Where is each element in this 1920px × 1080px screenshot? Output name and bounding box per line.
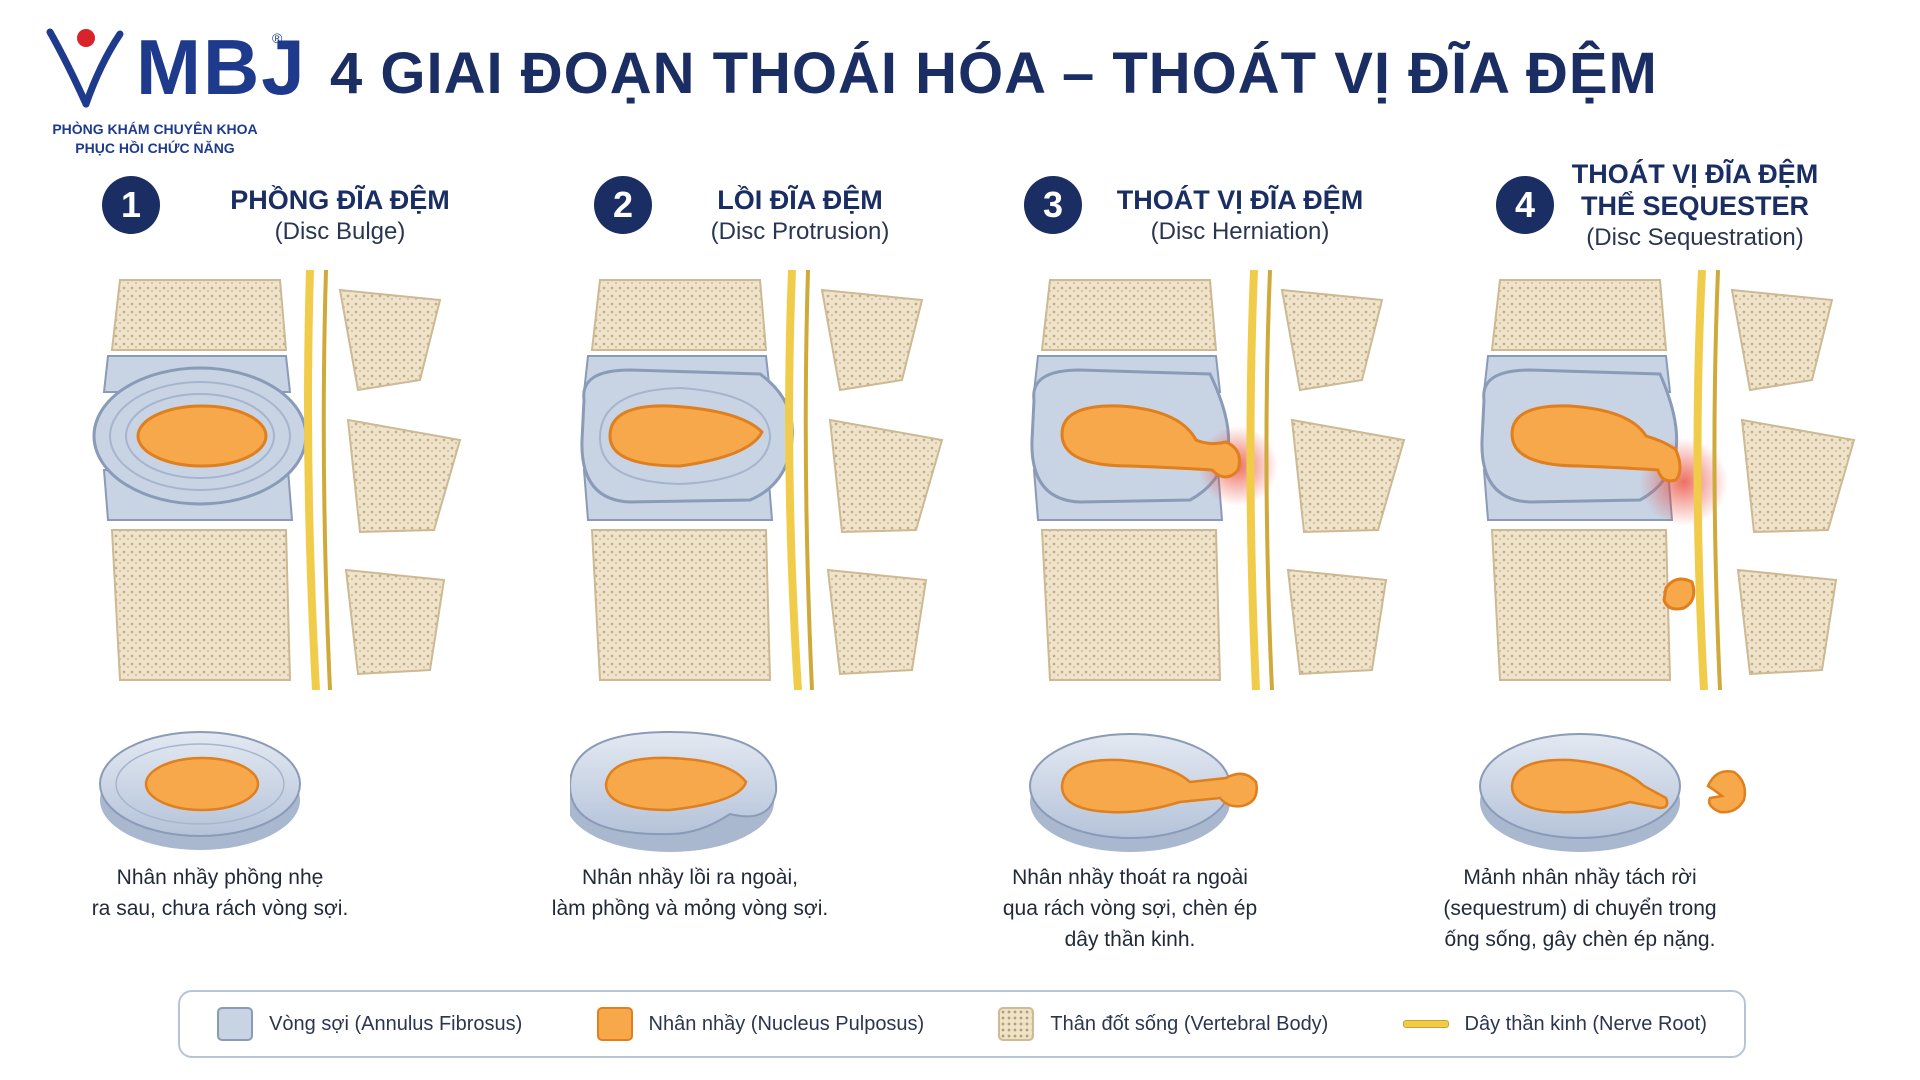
stage-number-badge: 1 [102,176,160,234]
logo-figure-icon [46,28,124,108]
stage-description-line2: (sequestrum) di chuyển trong [1443,897,1717,920]
page-title: 4 GIAI ĐOẠN THOÁI HÓA – THOÁT VỊ ĐĨA ĐỆM [330,41,1658,106]
disc-nucleus-top [1510,758,1669,814]
stage-heading: LỒI ĐĨA ĐỆM (Disc Protrusion) [660,184,940,248]
stage-title: THOÁT VỊ ĐĨA ĐỆM [1116,185,1364,215]
disc-nucleus-top [1060,758,1258,814]
stage-number-badge: 3 [1024,176,1082,234]
spine-cross-section-illustration [1480,270,1856,690]
stage-description: Nhân nhầy thoát ra ngoài qua rách vòng s… [960,862,1300,955]
nerve-root [785,270,802,690]
upper-vertebral-body [110,279,288,351]
stage-description-line1: Nhân nhầy lồi ra ngoài, [582,866,798,889]
stage-number-badge: 2 [594,176,652,234]
disc-top-view-illustration [1479,733,1747,852]
stage-description-line1: Nhân nhầy phồng nhẹ [116,866,324,889]
spine-cross-section-illustration [580,270,944,690]
stage-title-line2: THỂ SEQUESTER [1580,191,1810,221]
stage-description-line3: ống sống, gây chèn ép nặng. [1444,928,1716,951]
spine-cross-section-illustration [1030,270,1406,690]
logo-subtitle-line1: PHÒNG KHÁM CHUYÊN KHOA [52,121,258,137]
nerve-root [1246,270,1260,690]
stage-subtitle: (Disc Bulge) [274,218,406,245]
nucleus-pulposus [1060,404,1241,479]
spine-cross-section-illustration [92,270,462,690]
disc-top-view-illustration [570,730,778,852]
logo-subtitle-line2: PHỤC HỒI CHỨC NĂNG [75,140,235,156]
stage-description-line1: Nhân nhầy thoát ra ngoài [1012,866,1248,889]
stage-2-disc-protrusion: 2 LỒI ĐĨA ĐỆM (Disc Protrusion) Nhân nhầ… [552,162,1040,962]
nerve-root-swatch-icon [1402,1020,1449,1028]
stage-description-line2: làm phồng và mỏng vòng sợi. [551,897,829,920]
stage-description-line3: dây thần kinh. [1064,928,1196,951]
legend-item-vertebral-body: Thân đốt sống (Vertebral Body) [998,1007,1328,1041]
legend-label-nucleus: Nhân nhầy (Nucleus Pulposus) [648,1012,925,1035]
lower-vertebral-body [110,529,292,681]
stage-number-badge: 4 [1496,176,1554,234]
stage-4-disc-sequestration: 4 THOÁT VỊ ĐĨA ĐỆM THỂ SEQUESTER (Disc S… [1443,159,1920,962]
annulus-swatch-icon [217,1007,254,1041]
disc-top-view-illustration [1029,733,1258,852]
legend-label-annulus: Vòng sợi (Annulus Fibrosus) [269,1012,523,1035]
stage-heading: PHỒNG ĐĨA ĐỆM (Disc Bulge) [190,184,490,248]
nerve-root [304,270,320,690]
nucleus-swatch-icon [596,1007,633,1041]
sequestrum-fragment [1662,577,1696,611]
stage-title: THOÁT VỊ ĐĨA ĐỆM [1571,159,1819,189]
stage-heading: THOÁT VỊ ĐĨA ĐỆM THỂ SEQUESTER (Disc Seq… [1560,158,1830,254]
disc-nucleus-top [144,756,260,812]
logo-subtitle: PHÒNG KHÁM CHUYÊN KHOA PHỤC HỒI CHỨC NĂN… [40,120,270,158]
spinous-process [338,288,442,392]
stage-3-disc-herniation: 3 THOÁT VỊ ĐĨA ĐỆM (Disc Herniation) Nhâ… [1003,162,1490,962]
stage-description-line2: qua rách vòng sợi, chèn ép [1002,897,1258,920]
stage-description-line2: ra sau, chưa rách vòng sợi. [91,897,349,920]
stage-title: PHỒNG ĐĨA ĐỆM [230,185,450,215]
vertebral-body-swatch-icon [998,1007,1035,1041]
stage-title: LỒI ĐĨA ĐỆM [717,185,883,215]
nucleus-pulposus [136,404,268,468]
disc-top-view-illustration [99,731,301,850]
stage-heading: THOÁT VỊ ĐĨA ĐỆM (Disc Herniation) [1100,184,1380,248]
legend-item-annulus: Vòng sợi (Annulus Fibrosus) [217,1007,522,1041]
legend-label-nerve-root: Dây thần kinh (Nerve Root) [1464,1012,1707,1035]
clinic-logo: MBJ ® PHÒNG KHÁM CHUYÊN KHOA PHỤC HỒI CH… [40,24,305,164]
legend-item-nerve-root: Dây thần kinh (Nerve Root) [1402,1012,1707,1036]
stage-description: Mảnh nhân nhầy tách rời (sequestrum) di … [1410,862,1750,955]
stage-subtitle: (Disc Protrusion) [710,218,890,245]
disc-nucleus-top [604,756,748,812]
nucleus-pulposus [1510,404,1682,483]
legend-item-nucleus: Nhân nhầy (Nucleus Pulposus) [596,1007,925,1041]
logo-text: MBJ [136,23,307,111]
legend-label-vertebral-body: Thân đốt sống (Vertebral Body) [1050,1012,1329,1035]
legend: Vòng sợi (Annulus Fibrosus) Nhân nhầy (N… [178,990,1746,1058]
logo-registered-mark: ® [272,30,283,46]
stage-description: Nhân nhầy phồng nhẹ ra sau, chưa rách vò… [60,862,380,924]
stage-subtitle: (Disc Sequestration) [1586,224,1804,251]
stage-subtitle: (Disc Herniation) [1150,218,1330,245]
stage-1-disc-bulge: 1 PHỒNG ĐĨA ĐỆM (Disc Bulge) Nhân nhầy p… [90,162,560,962]
stage-description-line1: Mảnh nhân nhầy tách rời [1463,866,1697,889]
nerve-root [1693,270,1708,690]
sequestrum-fragment-top [1706,770,1747,814]
nucleus-pulposus [608,404,764,468]
stage-description: Nhân nhầy lồi ra ngoài, làm phồng và mỏn… [530,862,850,924]
